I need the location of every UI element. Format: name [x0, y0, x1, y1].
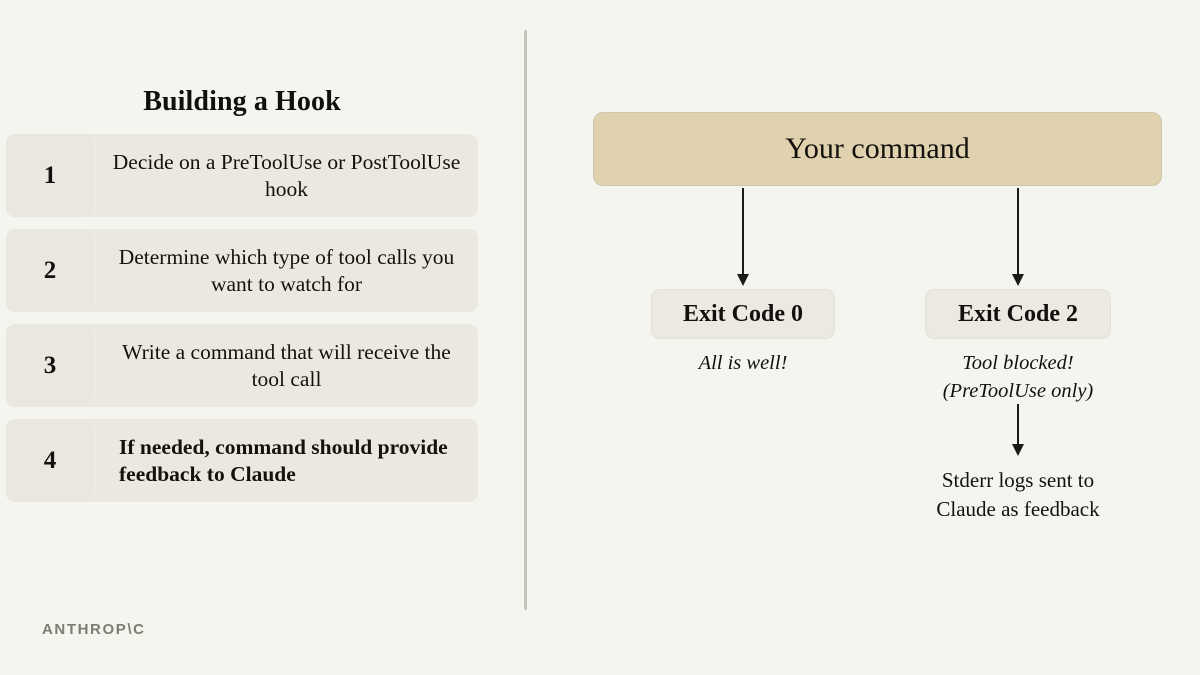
hook-flow-diagram: Your command Exit Code 0 Exit Code 2 All… [525, 0, 1200, 675]
arrow-shaft [1017, 188, 1019, 276]
step-number-badge: 3 [6, 324, 95, 407]
exit-code-2-caption-line1: Tool blocked! [962, 352, 1074, 374]
step-text: If needed, command should provide feedba… [119, 434, 448, 486]
your-command-box: Your command [593, 112, 1162, 186]
step-number-badge: 2 [6, 229, 95, 312]
arrow-head-icon [1011, 444, 1024, 456]
step-text: Decide on a PreToolUse or PostToolUse ho… [112, 149, 461, 201]
step-number-badge: 4 [6, 419, 95, 502]
step-text: Write a command that will receive the to… [122, 339, 451, 391]
page-title: Building a Hook [143, 86, 341, 117]
step-row: 2 Determine which type of tool calls you… [6, 229, 478, 312]
arrow-head-icon [736, 274, 749, 286]
stderr-feedback-text: Stderr logs sent to Claude as feedback [897, 466, 1139, 523]
anthropic-wordmark: ANTHROP\C [42, 621, 146, 638]
step-row: 3 Write a command that will receive the … [6, 324, 478, 407]
stderr-feedback-line2: Claude as feedback [936, 496, 1100, 521]
arrow-head-icon [1011, 274, 1024, 286]
exit-code-2-caption: Tool blocked! (PreToolUse only) [917, 350, 1119, 406]
exit-code-2-box: Exit Code 2 [925, 289, 1111, 339]
step-row: 1 Decide on a PreToolUse or PostToolUse … [6, 134, 478, 217]
building-a-hook-panel: Building a Hook 1 Decide on a PreToolUse… [6, 86, 478, 514]
stderr-feedback-line1: Stderr logs sent to [941, 468, 1095, 492]
step-text: Determine which type of tool calls you w… [118, 244, 455, 296]
exit-code-2-caption-line2: (PreToolUse only) [942, 379, 1094, 402]
step-row: 4 If needed, command should provide feed… [6, 419, 478, 502]
exit-code-0-caption: All is well! [698, 352, 788, 374]
arrow-shaft [742, 188, 744, 276]
vertical-divider [524, 30, 527, 610]
step-number-badge: 1 [6, 134, 95, 217]
exit-code-0-box: Exit Code 0 [651, 289, 835, 339]
arrow-shaft [1017, 404, 1019, 446]
